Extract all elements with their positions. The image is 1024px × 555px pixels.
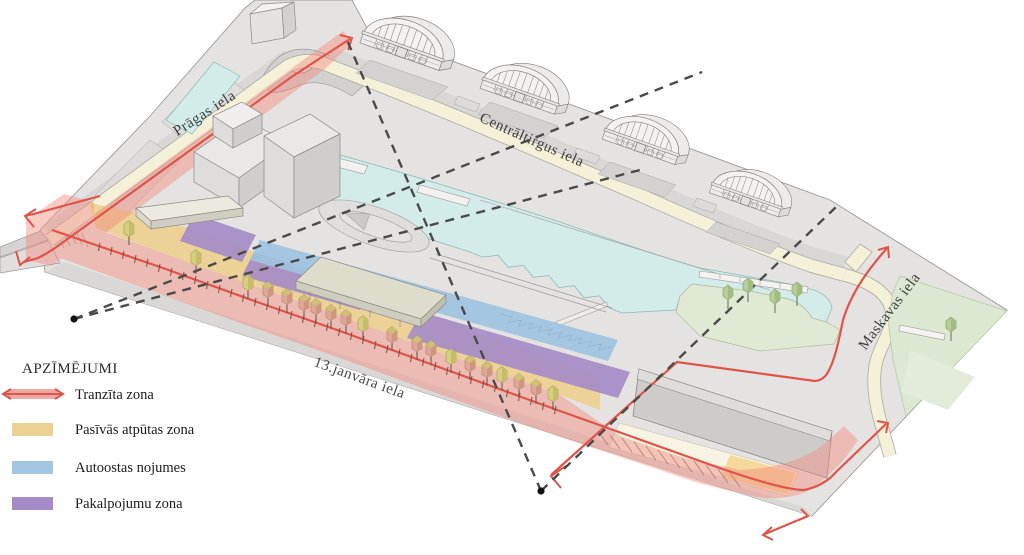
svg-text:Tranzīta zona: Tranzīta zona: [75, 387, 154, 403]
svg-text:Autoostas nojumes: Autoostas nojumes: [75, 460, 186, 476]
svg-text:Pasīvās atpūtas zona: Pasīvās atpūtas zona: [75, 422, 195, 438]
svg-text:Pakalpojumu zona: Pakalpojumu zona: [75, 496, 183, 512]
svg-text:APZĪMĒJUMI: APZĪMĒJUMI: [22, 361, 118, 377]
